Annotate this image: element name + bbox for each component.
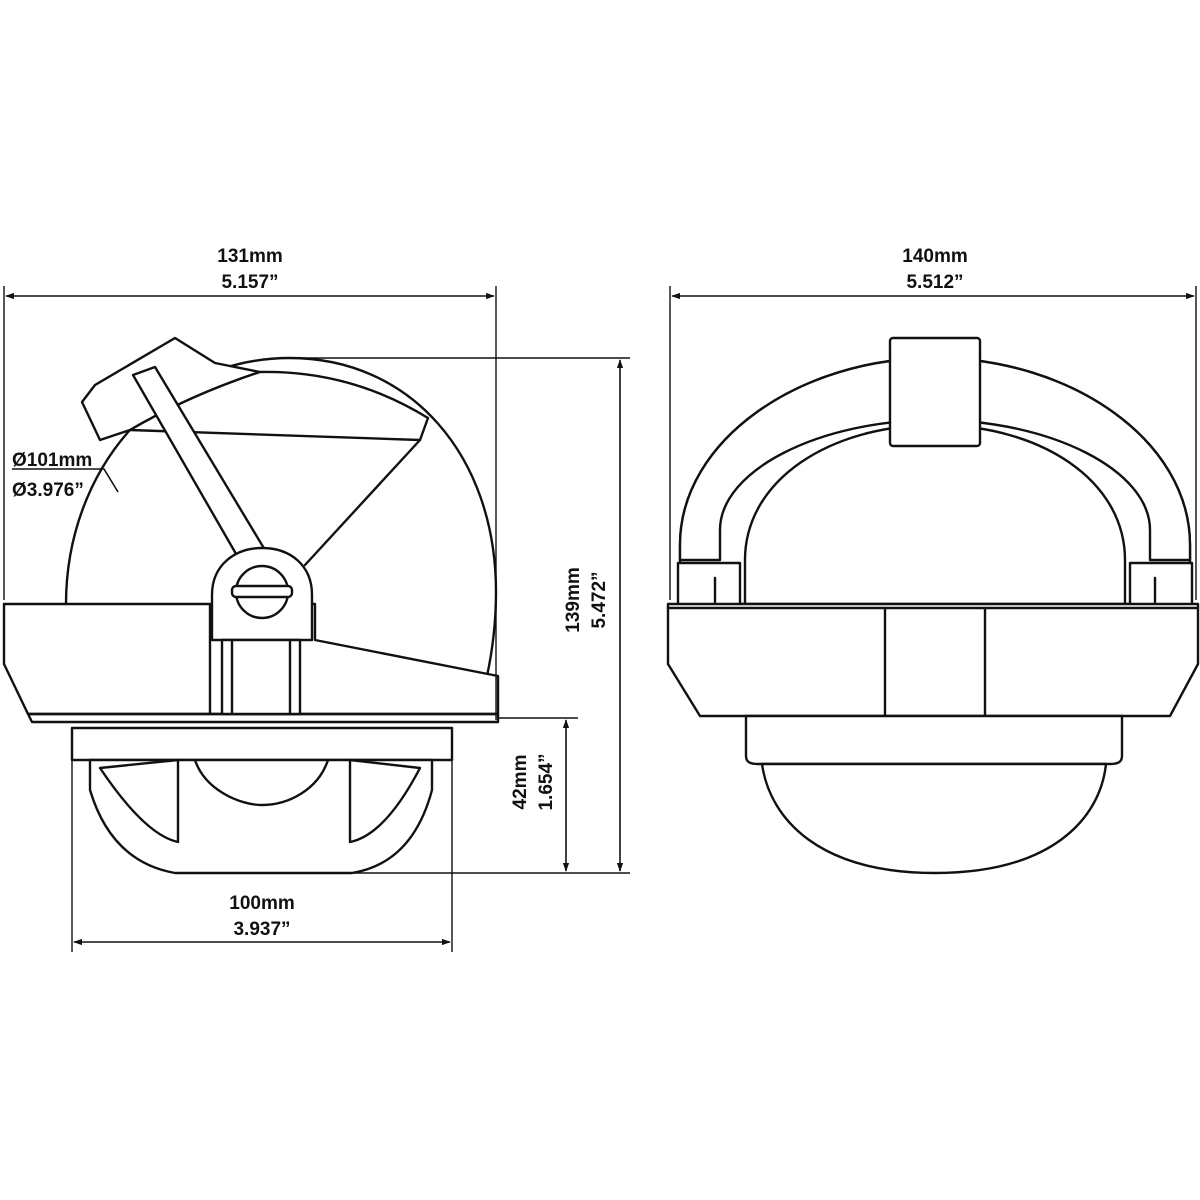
front-width-imperial-label: 5.512” xyxy=(906,272,963,293)
side-base-plate xyxy=(26,712,500,724)
side-hinge-post xyxy=(220,638,302,716)
total-height-imperial-label: 5.472” xyxy=(589,571,610,628)
side-right-foot xyxy=(348,758,422,844)
dome-diameter-leader xyxy=(12,468,119,493)
front-lid-arm xyxy=(678,356,1192,562)
cutout-width-imperial-label: 3.937” xyxy=(233,919,290,940)
side-lid-edge xyxy=(303,438,422,567)
front-top-pivot-block xyxy=(888,336,982,448)
depth-imperial-label: 1.654” xyxy=(536,753,557,810)
dome-diameter-metric-label: Ø101mm xyxy=(12,450,92,471)
dome-diameter-imperial-label: Ø3.976” xyxy=(12,480,84,501)
side-view: 131mm 5.157” Ø101mm Ø3.976” 139mm 5.472”… xyxy=(2,246,630,952)
side-width-metric-label: 131mm xyxy=(217,246,283,267)
side-hinge-screw-slot xyxy=(230,584,294,599)
front-view: 140mm 5.512” xyxy=(666,246,1200,875)
front-bezel xyxy=(666,602,1200,718)
side-left-foot xyxy=(98,758,180,844)
front-right-hinge-block xyxy=(1128,561,1194,607)
front-width-metric-label: 140mm xyxy=(902,246,968,267)
side-width-imperial-label: 5.157” xyxy=(221,272,278,293)
front-bottom-collar xyxy=(744,714,1124,766)
total-height-metric-label: 139mm xyxy=(563,567,584,633)
depth-metric-label: 42mm xyxy=(510,755,531,810)
front-left-hinge-block xyxy=(676,561,742,607)
cutout-width-metric-label: 100mm xyxy=(229,893,295,914)
side-bottom-collar xyxy=(70,726,454,762)
side-bowl-inner xyxy=(193,758,330,807)
front-bottom-bowl xyxy=(760,762,1108,875)
